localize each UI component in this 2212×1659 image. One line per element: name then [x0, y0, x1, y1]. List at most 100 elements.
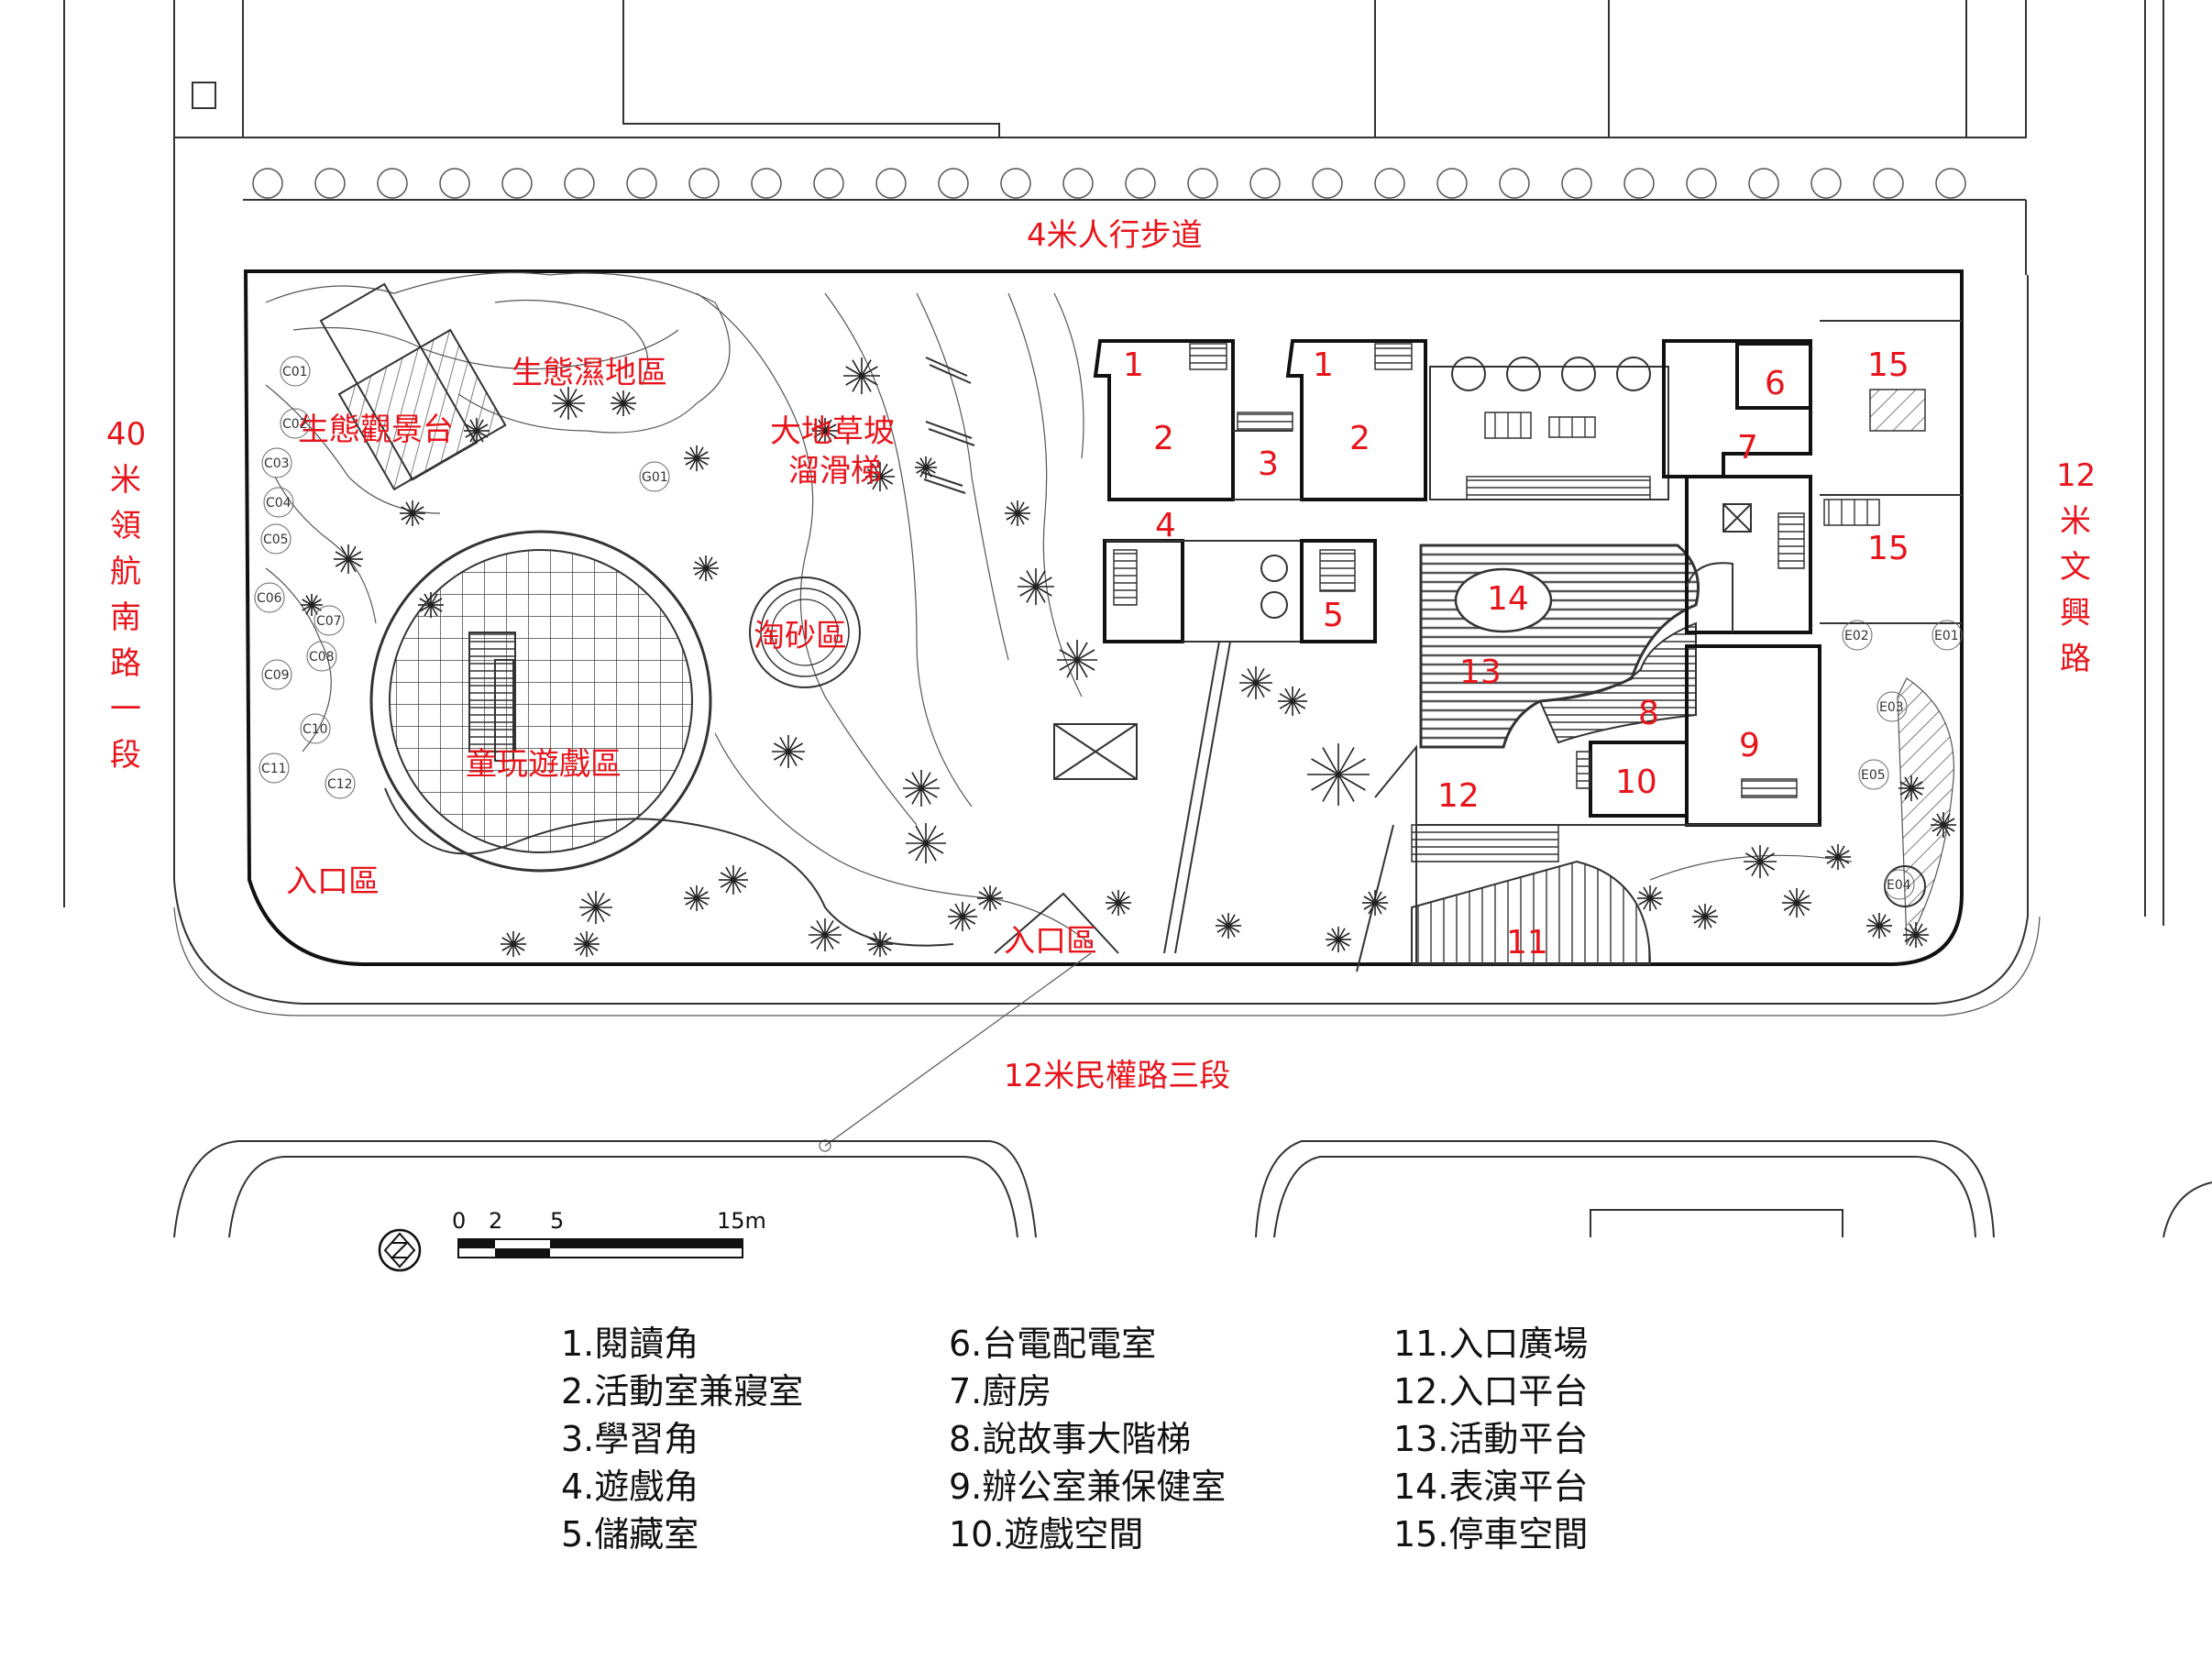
entrance-plaza — [1411, 860, 1652, 965]
curb-line — [173, 275, 2029, 1005]
svg-text:興: 興 — [2060, 595, 2091, 632]
room-1b: 1 — [1313, 346, 1334, 384]
legend-col-3: 11.入口廣場 12.入口平台 13.活動平台 14.表演平台 15.停車空間 — [1393, 1320, 1588, 1558]
legend-item: 15.停車空間 — [1393, 1514, 1589, 1555]
tree-icon — [1018, 568, 1054, 605]
tree-icon — [915, 456, 937, 478]
legend-item: 5.儲藏室 — [561, 1514, 699, 1555]
courtyard — [1429, 357, 1669, 500]
svg-text:米: 米 — [2060, 503, 2091, 540]
room-3: 3 — [1258, 445, 1279, 483]
tree-icon — [865, 462, 895, 491]
playground-circle — [369, 530, 712, 873]
tree-icon — [684, 445, 710, 471]
svg-text:米: 米 — [110, 462, 141, 499]
tree-icon — [552, 387, 585, 420]
street-tree-icon — [1873, 168, 1904, 199]
tree-icon — [611, 390, 636, 416]
performance-stage — [1454, 567, 1553, 633]
tree-icon — [1106, 890, 1131, 916]
tree-code-label: C08 — [309, 650, 335, 665]
room-2a: 2 — [1153, 420, 1174, 457]
room-15b: 15 — [1867, 530, 1909, 567]
tree-icon — [684, 885, 710, 911]
tree-icon — [772, 735, 805, 768]
legend-item: 1.閱讀角 — [561, 1324, 699, 1364]
zone-slope-label-2: 溜滑梯 — [788, 453, 882, 489]
road-west-label: 40 米 領 航 南 路 一 段 — [106, 416, 146, 774]
sand-pit — [749, 577, 861, 688]
street-tree-icon — [377, 168, 408, 199]
tree-code-label: C12 — [327, 777, 353, 792]
playground-path-inner — [714, 732, 1092, 945]
tree-icon — [501, 931, 526, 957]
story-stairs — [1538, 621, 1697, 744]
tree-icon — [1216, 913, 1241, 939]
tree-icon — [1825, 844, 1851, 870]
legend-col-1: 1.閱讀角 2.活動室兼寢室 3.學習角 4.遊戲角 5.儲藏室 — [561, 1320, 803, 1558]
tree-icon — [906, 823, 946, 863]
tree-icon — [812, 418, 838, 444]
room-11: 11 — [1506, 924, 1548, 961]
building-west — [1093, 339, 1427, 643]
street-tree-icon — [813, 168, 844, 199]
north-sidewalk — [243, 199, 2027, 275]
svg-text:航: 航 — [110, 554, 141, 590]
slide-lines — [920, 357, 975, 494]
legend-item: 7.廚房 — [949, 1371, 1052, 1412]
room-14: 14 — [1487, 580, 1529, 618]
svg-text:12: 12 — [2056, 457, 2096, 494]
tree-code-label: C09 — [264, 668, 290, 683]
tree-icon — [1898, 775, 1924, 801]
room-6: 6 — [1765, 365, 1786, 402]
legend-col-2: 6.台電配電室 7.廚房 8.說故事大階梯 9.辦公室兼保健室 10.遊戲空間 — [949, 1320, 1226, 1558]
street-tree-icon — [1499, 168, 1530, 199]
entrance-platform-steps — [1411, 824, 1559, 862]
tree-icon — [1692, 904, 1718, 929]
tree-icon — [719, 865, 748, 895]
tree-icon — [1782, 888, 1811, 917]
east-landscape — [1649, 677, 1955, 947]
tree-icon — [400, 500, 425, 526]
tree-icon — [464, 418, 490, 444]
zone-slope-label-1: 大地草坡 — [770, 413, 895, 450]
street-tree-icon — [314, 168, 346, 199]
legend-item: 8.說故事大階梯 — [949, 1419, 1192, 1459]
scale-tick-5: 5 — [550, 1208, 564, 1234]
street-trees-north — [252, 168, 1966, 199]
room-12: 12 — [1437, 777, 1480, 815]
surrounding-lot-lines — [63, 0, 2164, 926]
street-tree-icon — [1374, 168, 1405, 199]
parking — [1820, 320, 1962, 624]
tree-code-label: C01 — [282, 365, 308, 379]
zone-wetland-label: 生態濕地區 — [512, 355, 667, 391]
road-east-label: 12 米 文 興 路 — [2056, 457, 2096, 677]
zone-entrance-west-label: 入口區 — [286, 863, 380, 900]
tree-icon — [977, 885, 1003, 911]
svg-text:段: 段 — [110, 737, 141, 774]
room-13: 13 — [1459, 654, 1502, 691]
tree-icon — [1005, 500, 1030, 526]
street-tree-icon — [1748, 168, 1779, 199]
street-tree-icon — [1187, 168, 1218, 199]
south-road-islands — [173, 1140, 2212, 1238]
street-tree-icon — [1561, 168, 1592, 199]
tree-icon — [1866, 913, 1892, 939]
lookout-deck — [319, 282, 507, 491]
street-tree-icon — [1935, 168, 1966, 199]
tree-icon — [1637, 885, 1663, 911]
tree-icon — [1307, 743, 1370, 806]
street-tree-icon — [938, 168, 969, 199]
curb-line-outer — [173, 906, 2041, 1016]
tree-code-label: C04 — [266, 496, 292, 511]
street-tree-icon — [1125, 168, 1156, 199]
street-tree-icon — [1623, 168, 1655, 199]
tree-icon — [579, 891, 612, 924]
tree-code-label: C02 — [282, 417, 308, 432]
tree-code-label: E05 — [1861, 768, 1886, 783]
svg-text:路: 路 — [110, 645, 141, 682]
zone-entrance-south-label: 入口區 — [1004, 923, 1097, 960]
room-5: 5 — [1323, 597, 1344, 634]
tree-icon — [867, 931, 893, 957]
legend-item: 2.活動室兼寢室 — [561, 1371, 804, 1412]
